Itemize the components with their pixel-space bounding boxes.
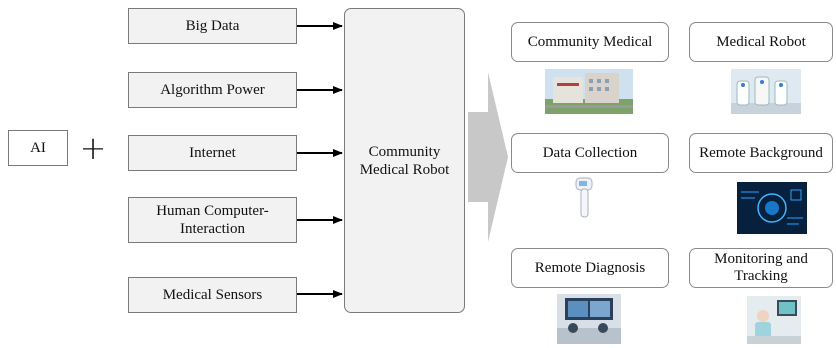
input-label: Big Data <box>185 18 240 34</box>
medical-robot-photo <box>731 69 801 114</box>
input-label: Human Computer- Interaction <box>156 203 269 237</box>
app-label: Remote Diagnosis <box>534 260 646 276</box>
community-medical-robot-box: Community Medical Robot <box>344 8 465 313</box>
remote-background-screen-photo <box>737 182 807 234</box>
app-label: Monitoring and Tracking <box>714 250 808 284</box>
monitoring-tracking-photo <box>747 296 801 344</box>
input-internet: Internet <box>128 135 297 171</box>
app-label: Medical Robot <box>716 34 806 50</box>
app-remote-background: Remote Background <box>689 133 833 173</box>
input-algorithm-power: Algorithm Power <box>128 72 297 108</box>
big-right-arrow <box>468 72 508 242</box>
app-label: Community Medical <box>527 34 653 50</box>
input-label: Internet <box>189 145 236 161</box>
remote-diagnosis-photo <box>557 294 621 344</box>
thermometer-gun-photo <box>573 174 595 222</box>
app-community-medical: Community Medical <box>511 22 669 62</box>
input-label: Medical Sensors <box>162 287 263 303</box>
input-human-computer-interaction: Human Computer- Interaction <box>128 197 297 243</box>
app-monitoring-and-tracking: Monitoring and Tracking <box>689 248 833 288</box>
input-medical-sensors: Medical Sensors <box>128 277 297 313</box>
input-label: Algorithm Power <box>160 82 265 98</box>
ai-box: AI <box>8 130 68 166</box>
input-big-data: Big Data <box>128 8 297 44</box>
center-label: Community Medical Robot <box>359 143 450 178</box>
app-label: Data Collection <box>542 145 638 161</box>
app-data-collection: Data Collection <box>511 133 669 173</box>
app-medical-robot: Medical Robot <box>689 22 833 62</box>
app-remote-diagnosis: Remote Diagnosis <box>511 248 669 288</box>
app-label: Remote Background <box>699 145 823 161</box>
community-building-photo <box>545 69 633 114</box>
plus-sign: + <box>79 129 107 167</box>
ai-label: AI <box>30 140 46 156</box>
